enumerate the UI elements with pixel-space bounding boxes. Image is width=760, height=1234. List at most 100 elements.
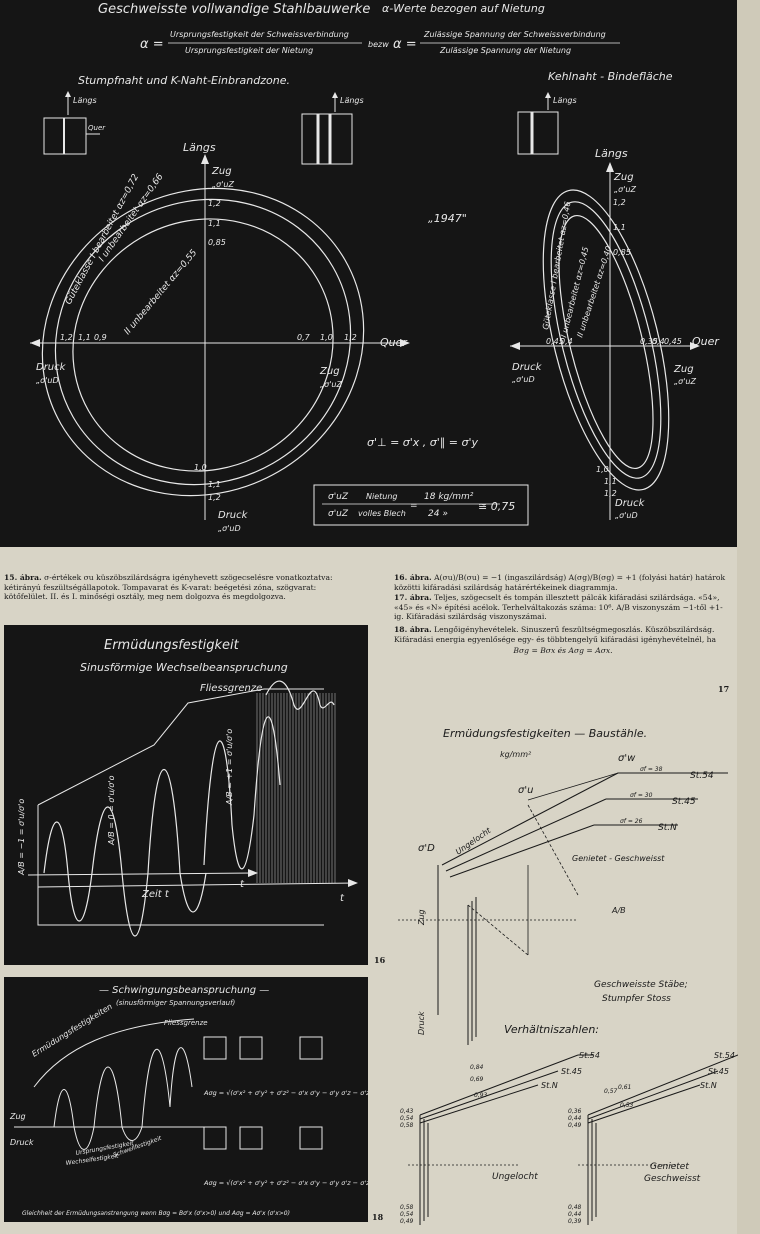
fig15-right-inner-ellipse — [558, 214, 654, 470]
svg-text:0,53: 0,53 — [620, 1102, 634, 1109]
fig18-waves — [53, 1047, 193, 1150]
svg-text:0,57: 0,57 — [604, 1088, 618, 1095]
svg-text:„σ'uD: „σ'uD — [615, 511, 638, 520]
fig18-cube-icons — [203, 1036, 323, 1150]
svg-text:„σ'uZ: „σ'uZ — [674, 377, 696, 386]
fig15-ratio-box: σ'uZ σ'uZ Nietung volles Blech = 18 kg/m… — [313, 484, 529, 526]
svg-text:Genietet - Geschweisst: Genietet - Geschweisst — [572, 854, 665, 863]
svg-text:Nietung: Nietung — [366, 492, 397, 501]
svg-text:Zug: Zug — [9, 1112, 26, 1121]
svg-text:0,45: 0,45 — [546, 337, 564, 346]
svg-text:0,45: 0,45 — [664, 337, 682, 346]
svg-text:0,58: 0,58 — [400, 1204, 414, 1211]
svg-text:0,85: 0,85 — [613, 248, 631, 257]
svg-text:„σ'uZ: „σ'uZ — [614, 185, 636, 194]
svg-text:1,2: 1,2 — [208, 199, 221, 208]
svg-text:σ'w: σ'w — [618, 753, 636, 764]
fig15-right-heading: Kehlnaht - Bindefläche — [548, 70, 673, 83]
figure-17-svg: Ermüdungsfestigkeiten — Baustähle. kg/mm… — [398, 727, 738, 1225]
svg-text:volles Blech: volles Blech — [358, 509, 406, 518]
svg-text:St.54: St.54 — [690, 771, 714, 781]
svg-text:Druck: Druck — [218, 510, 249, 521]
fig18-title: — Schwingungsbeanspruchung — — [99, 985, 269, 996]
page-number-16: 16 — [374, 955, 386, 965]
figure-16-panel: Ermüdungsfestigkeit Sinusförmige Wechsel… — [4, 625, 368, 965]
fig15-title-alpha: α-Werte bezogen auf Nietung — [382, 2, 545, 15]
svg-text:1,1: 1,1 — [613, 223, 626, 232]
svg-text:σ'uZ: σ'uZ — [328, 509, 349, 519]
fig15-right-outer-ellipse — [542, 189, 670, 491]
fig15-axis-quer: Quer — [380, 336, 408, 349]
svg-text:1,1: 1,1 — [78, 333, 91, 342]
fig15-right-ticks: 1,2 1,1 0,85 0,35 0,4 0,45 0,45 0,4 1,0 … — [546, 198, 682, 498]
caption15-number: 15. ábra. — [4, 573, 42, 582]
fig17-surface-lines — [398, 772, 728, 1045]
svg-text:St.N: St.N — [541, 1081, 558, 1090]
fig15-formula-bezw: bezw — [368, 40, 389, 49]
fig15-formula-left-den: Ursprungsfestigkeit der Nietung — [185, 46, 313, 55]
fig17-title: Ermüdungsfestigkeiten — Baustähle. — [443, 727, 647, 740]
svg-text:Druck: Druck — [615, 498, 646, 509]
fig16-hatching — [256, 693, 336, 883]
svg-text:Quer: Quer — [88, 124, 106, 132]
svg-text:Zug: Zug — [673, 364, 694, 375]
svg-text:24 »: 24 » — [428, 509, 448, 519]
fig18-subtitle: (sinusförmiger Spannungsverlauf) — [116, 999, 236, 1007]
svg-text:18 kg/mm²: 18 kg/mm² — [424, 492, 474, 502]
svg-text:Längs: Längs — [73, 96, 97, 105]
fig16-subtitle: Sinusförmige Wechselbeanspruchung — [80, 661, 288, 674]
svg-text:1,2: 1,2 — [344, 333, 357, 342]
svg-text:0,39: 0,39 — [568, 1218, 582, 1225]
fig15-formula-right-num: Zulässige Spannung der Schweissverbindun… — [423, 30, 606, 39]
svg-text:1,1: 1,1 — [208, 219, 221, 228]
svg-text:Zug: Zug — [613, 172, 634, 183]
fig15-curve-labels: Güteklasse I bearbeitet αz=0,72 I unbear… — [64, 172, 200, 337]
fig15-right-middle-ellipse — [550, 201, 662, 479]
fig15-year: „1947" — [428, 212, 467, 225]
svg-text:0,84: 0,84 — [470, 1064, 484, 1071]
fig15-left-heading: Stumpfnaht und K-Naht-Einbrandzone. — [78, 74, 290, 87]
svg-text:Güteklasse I bearbeitet αz=0,7: Güteklasse I bearbeitet αz=0,72 — [64, 172, 142, 306]
figure-18-panel: — Schwingungsbeanspruchung — (sinusförmi… — [4, 977, 368, 1222]
figure-18-svg: — Schwingungsbeanspruchung — (sinusförmi… — [9, 985, 368, 1217]
fig16-ratio-left: A/B = −1 = σ'u/σ'o — [17, 799, 26, 876]
svg-text:Zug: Zug — [417, 909, 426, 926]
svg-text:„σ'uD: „σ'uD — [218, 524, 241, 533]
fig17-left-ratio-diagram — [408, 1054, 593, 1225]
svg-text:1,0: 1,0 — [194, 463, 207, 472]
svg-text:Zug: Zug — [211, 166, 232, 177]
fig15-axis-laengs: Längs — [183, 141, 216, 154]
fig17-right-ratio-diagram — [578, 1054, 738, 1225]
stumpfnaht-block-icon: Längs Quer — [43, 91, 106, 155]
svg-text:St.N: St.N — [658, 823, 677, 833]
kehlnaht-block-icon: Längs — [517, 92, 577, 155]
fig16-wave-2 — [91, 806, 149, 937]
svg-text:σ'uZ: σ'uZ — [328, 492, 349, 502]
svg-text:σf = 30: σf = 30 — [630, 792, 653, 799]
svg-text:1,2: 1,2 — [604, 489, 617, 498]
svg-text:α =: α = — [393, 37, 417, 52]
svg-text:1,1: 1,1 — [208, 480, 221, 489]
caption15-text: σ-értékek σu küszöbszilárdságra igényhev… — [4, 573, 333, 602]
figure-16-svg: Ermüdungsfestigkeit Sinusförmige Wechsel… — [17, 638, 358, 937]
svg-text:σf = 38: σf = 38 — [640, 766, 663, 773]
figure-15-panel: Geschweisste vollwandige Stahlbauwerke α… — [0, 0, 737, 547]
fig17-unit: kg/mm² — [500, 750, 532, 759]
svg-text:0,49: 0,49 — [568, 1122, 582, 1129]
svg-text:0,58: 0,58 — [400, 1122, 414, 1129]
svg-text:Längs: Längs — [340, 96, 364, 105]
svg-text:Geschweisst: Geschweisst — [644, 1174, 701, 1184]
svg-text:1,2: 1,2 — [208, 493, 221, 502]
svg-text:1,2: 1,2 — [613, 198, 626, 207]
svg-text:St.45: St.45 — [561, 1067, 582, 1076]
svg-text:Druck: Druck — [512, 362, 543, 373]
svg-text:0,48: 0,48 — [568, 1204, 582, 1211]
fig16-envelope-line — [37, 688, 324, 806]
caption17-paragraph: 17. ábra. Teljes, szögecselt és tompán i… — [394, 593, 723, 622]
fig18-formula-2: Aσg = √(σ'x² + σ'y² + σ'z² − σ'x σ'y − σ… — [203, 1179, 368, 1187]
svg-text:Ungelocht: Ungelocht — [492, 1172, 538, 1182]
fig15-sigma-relation: σ'⊥ = σ'x , σ'∥ = σ'y — [367, 436, 478, 449]
svg-text:St.45: St.45 — [672, 797, 696, 807]
svg-text:Quer: Quer — [692, 335, 720, 348]
svg-text:„σ'uD: „σ'uD — [512, 375, 535, 384]
